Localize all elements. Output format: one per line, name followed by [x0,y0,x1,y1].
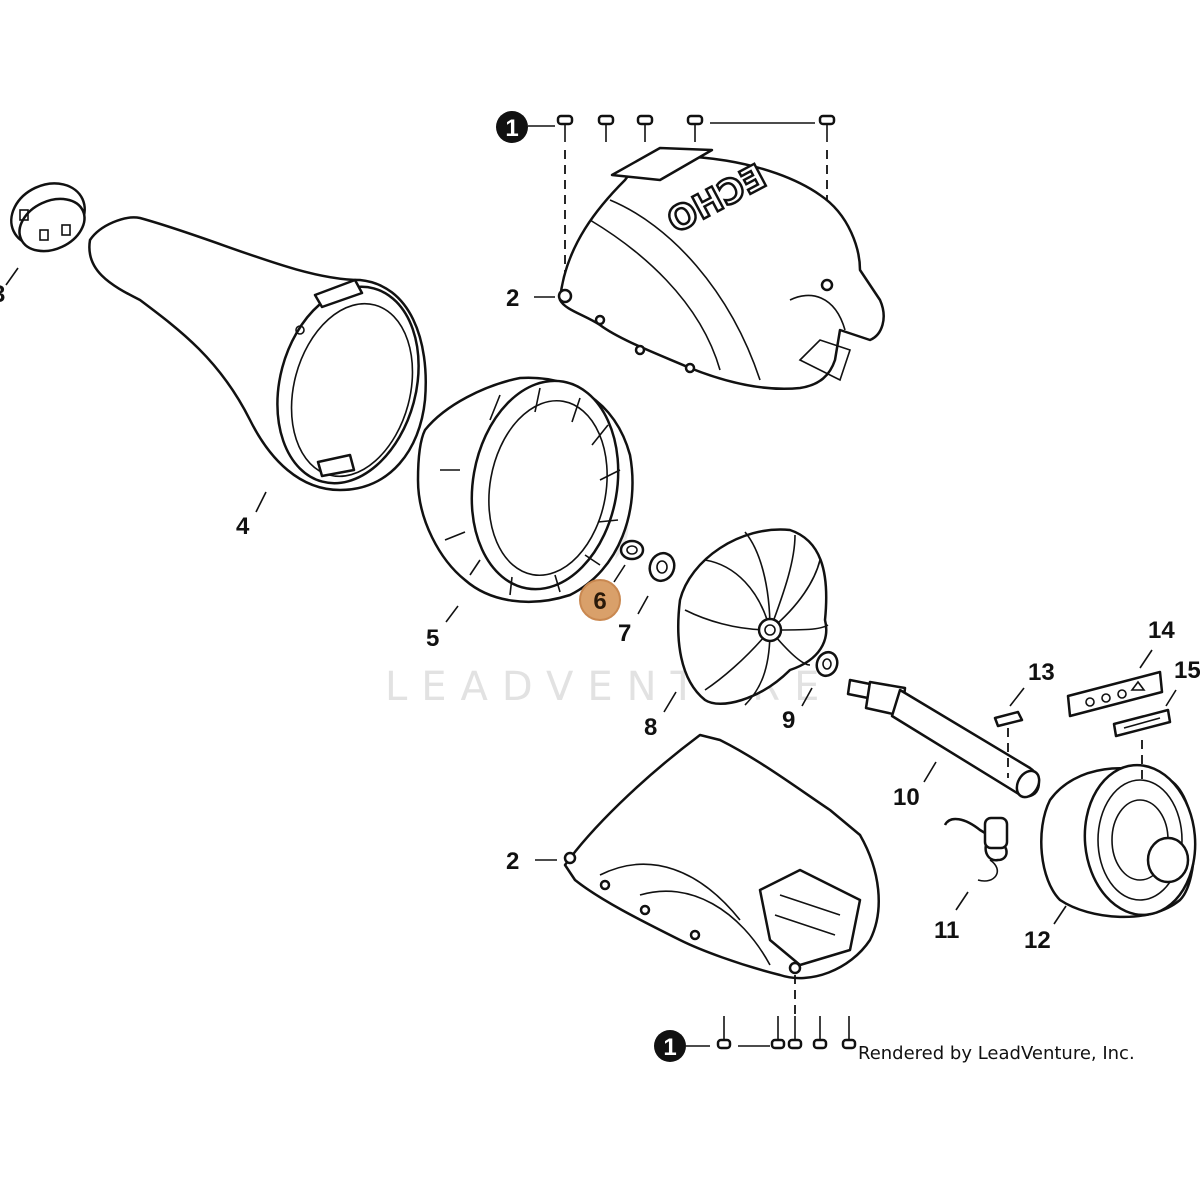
callout-12: 12 [1024,927,1051,954]
intake-cover [1040,763,1197,919]
callout-10: 10 [893,784,920,811]
callout-1-bottom-badge [654,1030,686,1062]
callout-2-top: 2 [506,285,519,312]
callout-1-top: 1 [505,115,518,142]
callout-13: 13 [1028,659,1055,686]
callout-14: 14 [1148,617,1175,644]
callout-3: 3 [0,281,5,308]
tag-label-15 [1112,708,1172,738]
spring-clip [943,816,1009,882]
upper-housing: ECHO [557,146,885,390]
callout-9: 9 [782,707,795,734]
callout-1-bottom: 1 [663,1034,676,1061]
callout-1-top-badge [496,111,528,143]
callout-2-bottom: 2 [506,848,519,875]
callout-6-highlight [579,579,621,621]
impeller-fan [677,528,829,706]
washer-9 [815,650,839,678]
warning-label [1066,670,1164,718]
callout-8: 8 [644,714,657,741]
callout-4: 4 [236,513,250,540]
nut [619,539,645,561]
callout-6: 6 [593,588,606,615]
drive-shaft [846,678,1041,799]
bottom-screws [686,1016,857,1050]
lower-housing [563,733,880,980]
callout-15: 15 [1174,657,1200,684]
washer-7 [648,551,676,583]
fan-housing [416,376,634,604]
label-13 [993,710,1024,728]
callout-7: 7 [618,620,631,647]
top-screws [528,114,836,292]
callout-5: 5 [426,625,439,652]
callout-11: 11 [934,917,959,944]
blower-nozzle [88,216,427,492]
clamp-ring [10,182,86,253]
credit-text: Rendered by LeadVenture, Inc. [858,1043,1135,1064]
